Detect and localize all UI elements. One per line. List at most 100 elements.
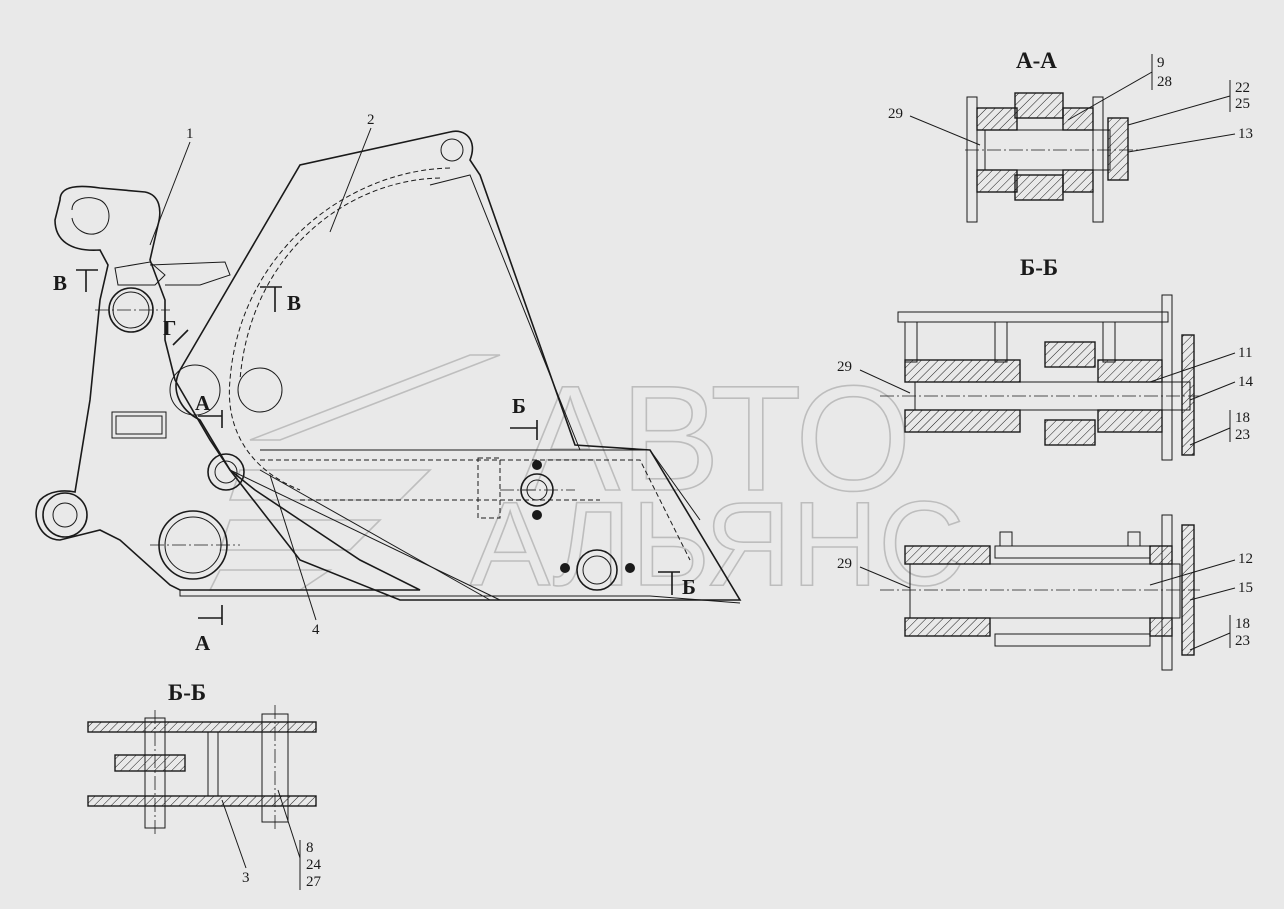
bbu-cap <box>1181 334 1195 456</box>
bucket-arc-dash-2 <box>239 177 441 381</box>
main-callouts: 1 2 4 <box>149 112 375 638</box>
aa-leader-29 <box>909 115 981 146</box>
mark-v-right-arrow <box>260 286 282 312</box>
mark-g: Г <box>163 316 176 340</box>
aa-leader-13 <box>1127 133 1236 153</box>
aa-callout-13: 13 <box>1238 126 1253 142</box>
aa-leader-9 <box>1067 71 1153 121</box>
mark-a-bottom-arrow <box>198 605 223 625</box>
mark-a-top-arrow <box>198 410 223 428</box>
hook-eye <box>71 197 110 235</box>
pivot-pin-inner <box>214 460 238 484</box>
bbu-hub-top-left <box>904 359 1021 383</box>
eye-left-inner <box>52 502 78 528</box>
section-marks: В В Г А А Б Б <box>53 269 696 655</box>
bbl-lug-left <box>999 531 1013 547</box>
bbll-callout-8: 8 <box>306 840 314 856</box>
lower-joint-inner <box>582 555 612 585</box>
beam-dash <box>260 459 691 561</box>
bolt-a <box>532 460 542 470</box>
aa-hub-bot-right <box>1062 169 1094 193</box>
bbl-callout-18: 18 <box>1235 616 1250 632</box>
bbll-leader-8 <box>277 789 301 859</box>
leader-4 <box>269 474 317 621</box>
watermark-logo <box>208 354 501 591</box>
bolt-d <box>625 563 635 573</box>
mark-b-bottom-arrow <box>658 571 680 595</box>
bucket-top-hole <box>440 138 464 162</box>
bracket-dash <box>477 457 501 519</box>
mark-b-top-arrow <box>510 420 538 440</box>
aa-hub-bot-left <box>976 169 1018 193</box>
bbl-leader-29 <box>859 566 911 589</box>
bb-upper-title: Б-Б <box>1020 255 1058 280</box>
leader-2 <box>329 127 372 233</box>
aa-left-plate <box>966 96 978 223</box>
bbll-top-plate <box>87 721 317 733</box>
base-plate <box>179 590 741 604</box>
diagonal-brace <box>229 469 501 601</box>
bbu-hub-top-right <box>1097 359 1163 383</box>
callout-1: 1 <box>186 126 194 142</box>
bbl-leader-15 <box>1189 587 1236 601</box>
bbl-callout-29: 29 <box>837 556 852 572</box>
aa-right-plate <box>1092 96 1104 223</box>
bbl-pin <box>909 563 1181 619</box>
bbl-hub-top-right <box>1149 545 1173 565</box>
bolt-b <box>532 510 542 520</box>
watermark-line1: АВТО <box>520 354 912 522</box>
pivot-plate <box>169 364 221 416</box>
bbl-sleeve-bot <box>994 633 1151 647</box>
aa-callout-29: 29 <box>888 106 903 122</box>
bbl-leader-18 <box>1189 632 1231 651</box>
section-bb-lower-right: 29 12 15 18 23 <box>837 514 1253 671</box>
aa-callout-9: 9 <box>1157 55 1165 71</box>
bbu-leader-18 <box>1189 427 1231 446</box>
bbl-sleeve-top <box>994 545 1151 559</box>
bbll-bot-plate <box>87 795 317 807</box>
link-plate <box>114 261 166 286</box>
bbl-end-plate <box>1161 514 1173 671</box>
bbu-top-plate <box>897 311 1169 323</box>
bbll-leader-3 <box>221 799 247 869</box>
bbu-post-2 <box>994 321 1008 363</box>
bbll-spacer <box>207 731 219 797</box>
bbu-leader-11 <box>1149 352 1236 383</box>
bbu-callout-29: 29 <box>837 359 852 375</box>
bbl-leader-12 <box>1149 559 1236 586</box>
section-bb-upper: Б-Б 29 11 14 18 23 <box>837 255 1254 461</box>
aa-hub-top-left <box>976 107 1018 131</box>
bbl-hub-bot-left <box>904 617 991 637</box>
mark-a-top: А <box>195 391 211 415</box>
link-bar <box>149 261 231 286</box>
bbu-hub-bot-left <box>904 409 1021 433</box>
mark-g-arrow <box>172 329 189 346</box>
aa-callout-22: 22 <box>1235 80 1250 96</box>
bb-lower-title: Б-Б <box>168 680 206 705</box>
eye-left <box>42 492 88 538</box>
bolt-c <box>560 563 570 573</box>
bbu-leader-14 <box>1189 381 1236 401</box>
bbu-bush-top <box>1044 341 1096 368</box>
bucket-arc-dash <box>228 167 451 491</box>
bbl-hub-bot-right <box>1149 617 1173 637</box>
callout-4: 4 <box>312 622 320 638</box>
bbll-callout-3: 3 <box>242 870 250 886</box>
mark-v-left: В <box>53 271 67 295</box>
bbl-callout-23: 23 <box>1235 633 1250 649</box>
callout-2: 2 <box>367 112 375 128</box>
mark-v-right: В <box>287 291 301 315</box>
bbl-callout-12: 12 <box>1238 551 1253 567</box>
bbl-callout-15: 15 <box>1238 580 1253 596</box>
bbu-post-3 <box>1102 321 1116 363</box>
lower-joint <box>576 549 618 591</box>
bbl-lug-right <box>1127 531 1141 547</box>
mark-a-bottom: А <box>195 631 211 655</box>
bbu-leader-29 <box>859 369 911 394</box>
bbu-callout-14: 14 <box>1238 374 1254 390</box>
mark-v-left-arrow <box>76 269 98 292</box>
aa-title: А-А <box>1016 48 1057 73</box>
section-bb-lower-left: Б-Б 3 8 24 27 <box>87 680 322 890</box>
mark-b-bottom: Б <box>682 575 696 599</box>
leader-1 <box>149 141 191 246</box>
